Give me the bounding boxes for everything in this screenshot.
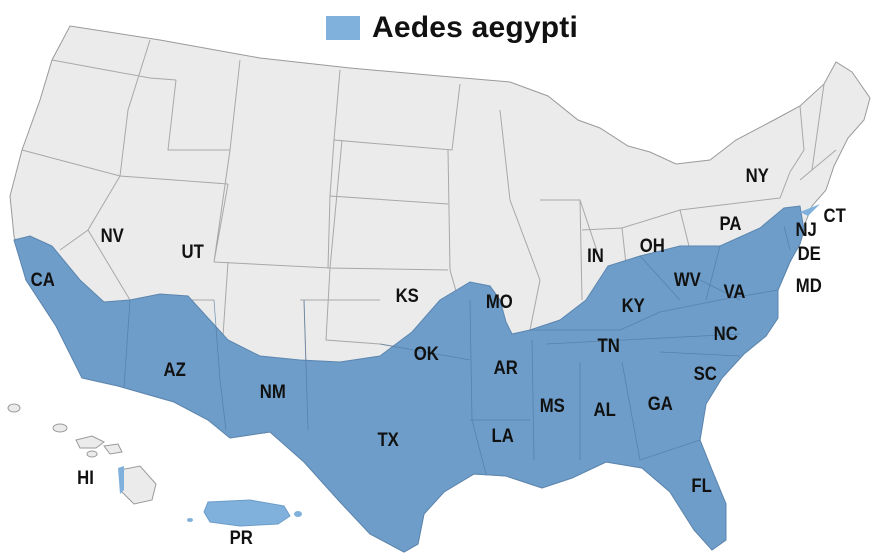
- state-label-ks: KS: [395, 286, 419, 307]
- state-label-ar: AR: [493, 358, 518, 379]
- state-label-va: VA: [723, 282, 746, 303]
- state-label-la: LA: [491, 426, 514, 447]
- state-label-sc: SC: [693, 364, 717, 385]
- state-label-nj: NJ: [795, 220, 817, 241]
- state-label-nv: NV: [100, 226, 124, 247]
- state-label-md: MD: [795, 276, 822, 297]
- state-label-al: AL: [593, 400, 616, 421]
- state-label-ut: UT: [181, 242, 204, 263]
- state-label-de: DE: [797, 244, 821, 265]
- puerto-rico: [187, 499, 302, 527]
- legend: Aedes aegypti: [326, 10, 578, 46]
- state-label-fl: FL: [691, 476, 712, 497]
- state-label-ms: MS: [539, 396, 565, 417]
- state-label-ok: OK: [413, 344, 439, 365]
- legend-label: Aedes aegypti: [372, 11, 579, 44]
- state-label-ga: GA: [647, 394, 673, 415]
- state-label-pr: PR: [229, 528, 253, 549]
- range-state-borders: [123, 225, 791, 475]
- state-label-az: AZ: [163, 360, 186, 381]
- state-label-oh: OH: [639, 236, 665, 257]
- state-label-nc: NC: [713, 324, 738, 345]
- state-label-nm: NM: [259, 382, 286, 403]
- state-label-pa: PA: [719, 214, 742, 235]
- state-label-tn: TN: [597, 336, 620, 357]
- state-label-ky: KY: [621, 296, 645, 317]
- hawaii-islands: [7, 403, 157, 505]
- state-label-wv: WV: [673, 270, 701, 291]
- state-label-in: IN: [587, 246, 604, 267]
- state-label-hi: HI: [77, 468, 94, 489]
- state-label-tx: TX: [377, 430, 399, 451]
- state-label-mo: MO: [485, 292, 513, 313]
- legend-swatch: [326, 16, 360, 40]
- state-label-ct: CT: [823, 206, 846, 227]
- state-label-ny: NY: [745, 166, 769, 187]
- state-label-ca: CA: [30, 270, 55, 291]
- long-island: [800, 204, 820, 216]
